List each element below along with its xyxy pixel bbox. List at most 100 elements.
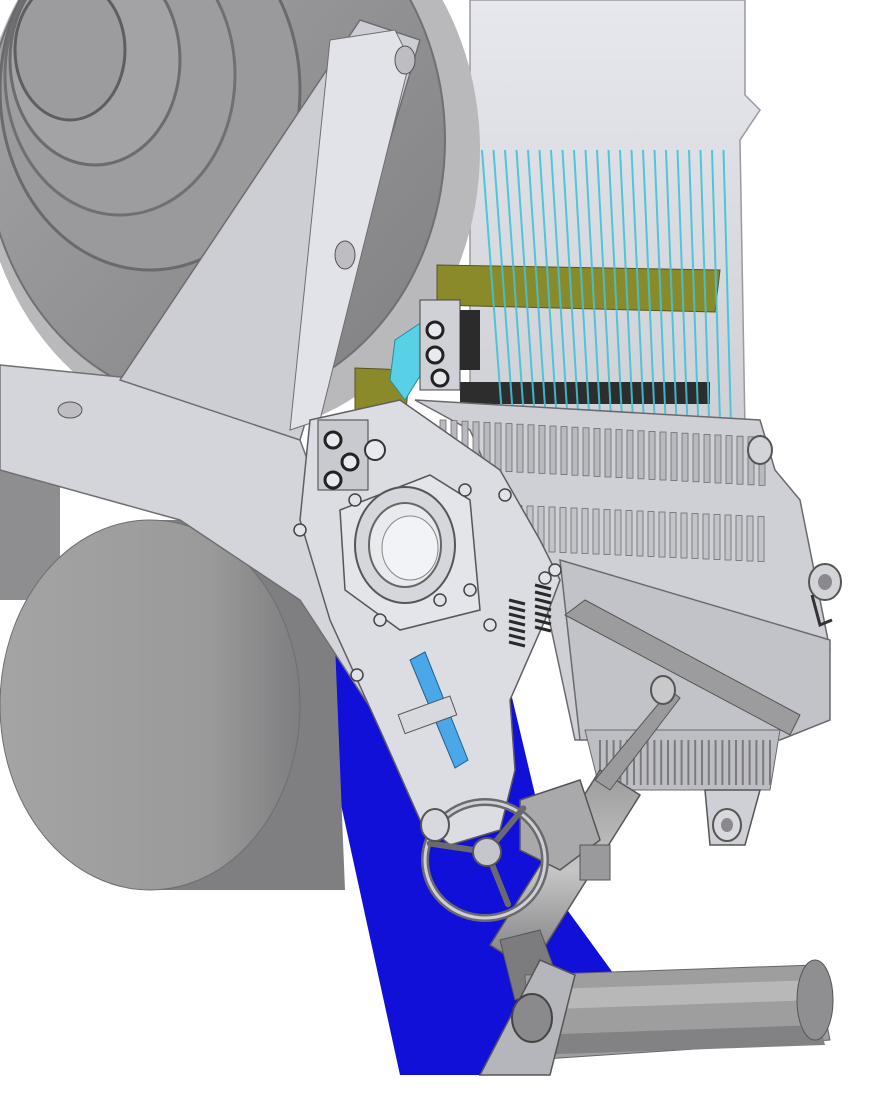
blue-rod: [397, 651, 469, 769]
comb-tooth: [549, 425, 557, 475]
take-up-roller: [478, 959, 834, 1076]
bracket-bolt: [373, 613, 387, 627]
comb-tooth: [581, 508, 589, 554]
comb-tooth: [680, 512, 688, 559]
bracket-bolt: [463, 583, 477, 597]
yarn-strand: [492, 149, 517, 456]
yarn-strand: [481, 149, 506, 456]
bracket-bolt: [458, 483, 472, 497]
support-arm-edge: [289, 29, 411, 431]
comb-tooth: [570, 507, 578, 554]
comb-tooth: [724, 514, 732, 561]
tension-springs: [508, 583, 552, 648]
comb-tooth: [527, 424, 535, 474]
bracket-bolt: [433, 593, 447, 607]
yarn-strand: [630, 149, 647, 456]
yarn-strand: [711, 149, 722, 456]
spring-coil: [534, 625, 552, 633]
olive-bar-upper: [436, 264, 721, 313]
comb-tooth: [736, 435, 744, 485]
comb-tooth: [592, 508, 600, 555]
comb-tooth: [714, 434, 722, 484]
yarn-strand: [688, 149, 701, 456]
tension-screw-block: [317, 419, 386, 491]
yarn-strand: [550, 149, 571, 456]
yarn-strand: [607, 149, 625, 456]
comb-tooth: [604, 428, 612, 478]
spring-coil: [534, 590, 552, 598]
diagonal-strut: [564, 599, 801, 736]
comb-tooth: [637, 430, 645, 480]
bracket-bolt: [350, 668, 364, 682]
arm-bolt: [394, 45, 416, 75]
yarn-strand: [561, 149, 582, 456]
comb-tooth: [746, 515, 754, 562]
yarn-strand: [515, 149, 539, 456]
yarn-strand: [527, 149, 550, 456]
comb-tooth: [692, 433, 700, 483]
comb-tooth: [494, 422, 502, 472]
yarn-strand: [573, 149, 593, 456]
lower-roller: [0, 470, 345, 891]
yarn-guide-screws: [419, 299, 480, 391]
comb-tooth: [559, 507, 567, 553]
yarn-strand: [596, 149, 614, 456]
bracket-bolt: [293, 523, 307, 537]
comb-tooth: [626, 429, 634, 479]
spring-coil: [534, 583, 552, 591]
yarn-strand: [642, 149, 658, 456]
spring-coil: [534, 618, 552, 626]
spring-coil: [534, 611, 552, 619]
bracket-bolt: [483, 618, 497, 632]
comb-tooth: [548, 506, 556, 553]
comb-tooth: [505, 423, 513, 473]
comb-tooth: [647, 511, 655, 557]
dark-bar: [460, 382, 710, 404]
spring-coil: [508, 598, 526, 606]
comb-tooth: [571, 426, 579, 476]
comb-tooth: [636, 510, 644, 557]
bracket-bolt: [348, 493, 362, 507]
comb-tooth: [725, 435, 733, 485]
arm-bolt: [334, 240, 356, 270]
comb-teeth-lower: [504, 504, 765, 562]
yarn-strand: [653, 149, 668, 456]
bracket-bolts: [293, 483, 562, 682]
comb-tooth: [614, 509, 622, 556]
spring-coil: [508, 619, 526, 627]
cooling-fins: [599, 740, 771, 785]
yarn-strand: [504, 149, 528, 456]
bracket-bolt: [538, 571, 552, 585]
handwheel: [421, 798, 549, 922]
spring-coil: [534, 597, 552, 605]
eyelet-bottom: [704, 789, 761, 846]
spring-coil: [534, 604, 552, 612]
comb-tooth: [691, 513, 699, 559]
eyelet-top: [747, 435, 773, 465]
comb-tooth: [702, 513, 710, 560]
comb-tooth: [713, 514, 721, 560]
yarn-strand: [584, 149, 604, 456]
yarn-strand: [722, 149, 733, 456]
spring-coil: [508, 633, 526, 641]
bracket-bolt: [548, 563, 562, 577]
comb-tooth: [757, 516, 765, 562]
eyelet-right: [808, 563, 842, 628]
spring-coil: [508, 605, 526, 613]
comb-tooth: [560, 426, 568, 476]
comb-tooth: [735, 515, 743, 561]
yarn-strand: [699, 149, 712, 456]
yarn-strand: [538, 149, 560, 456]
comb-tooth: [615, 429, 623, 479]
back-housing-panel: [469, 0, 761, 431]
frame-bolt: [57, 401, 83, 419]
yarn-strand: [619, 149, 636, 456]
yarn-strand: [676, 149, 690, 456]
comb-tooth: [670, 432, 678, 482]
spring-coil: [508, 626, 526, 634]
drum-hub: [13, 0, 127, 122]
comb-tooth: [582, 427, 590, 477]
yarn-strands: [481, 149, 733, 456]
comb-tooth: [669, 512, 677, 558]
